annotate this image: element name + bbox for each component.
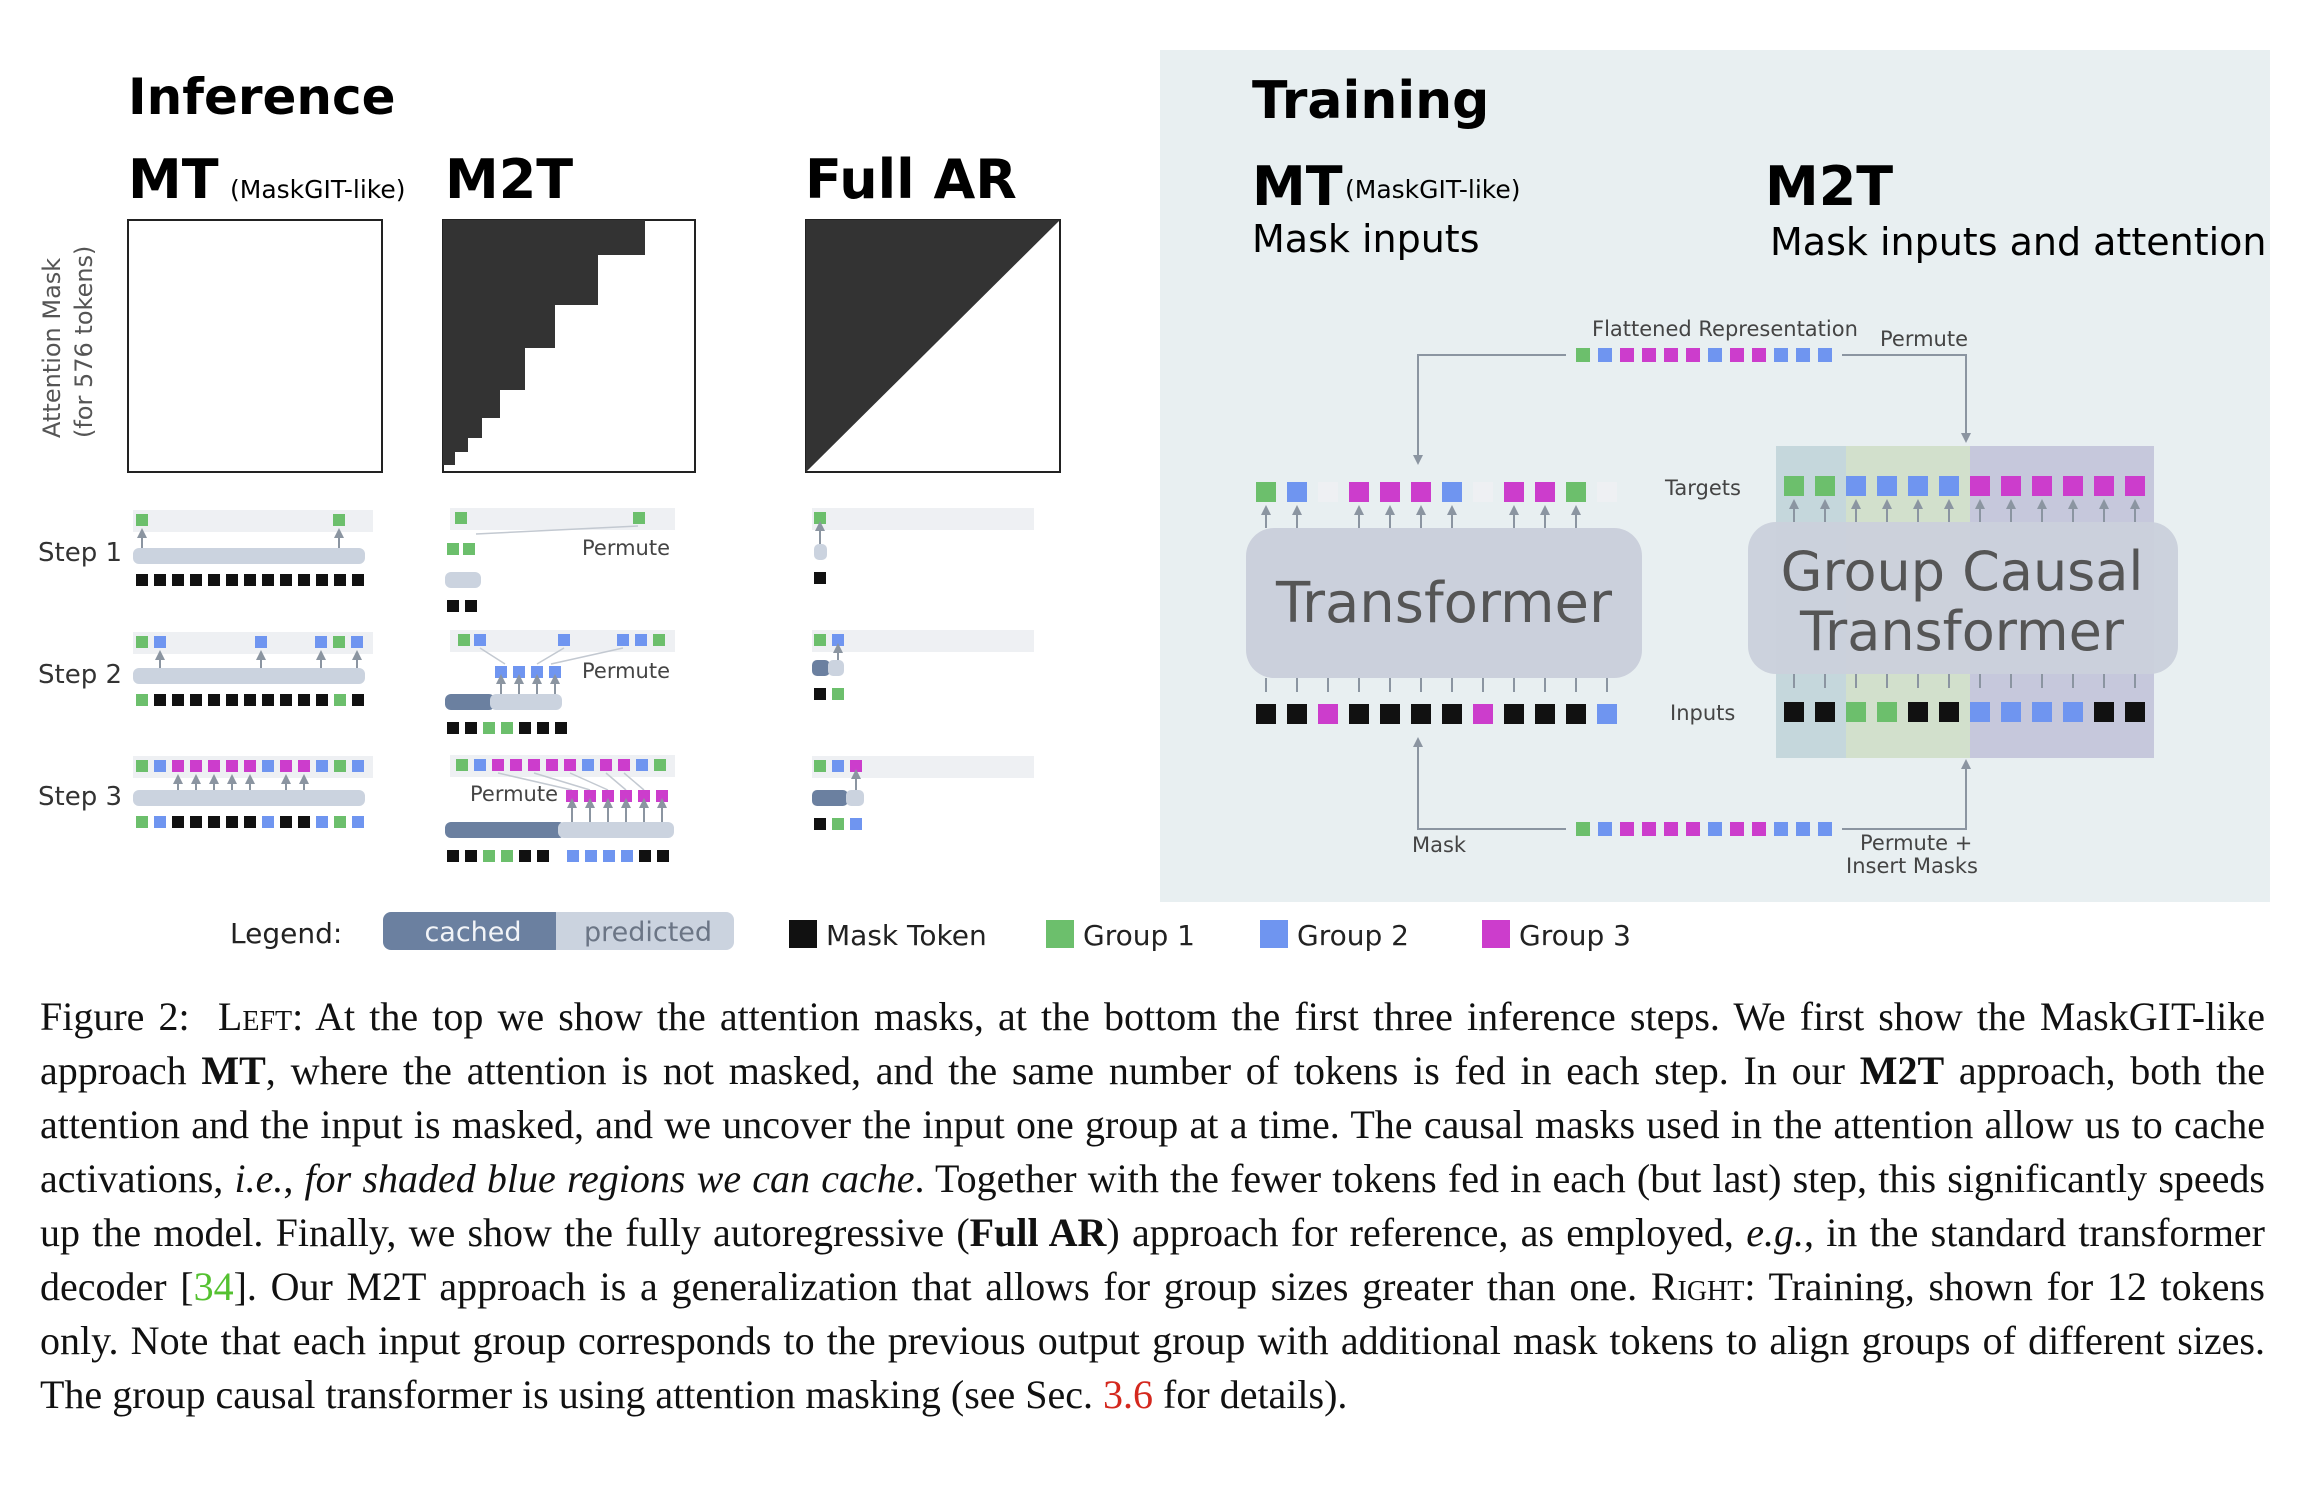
figure-2-diagram: Inference MT (MaskGIT-like) M2T Full AR … xyxy=(38,50,2270,952)
training-heading: Training xyxy=(1252,71,1489,131)
permute-insert-label-2: Insert Masks xyxy=(1846,854,1978,878)
legend-mask-text: Mask Token xyxy=(826,919,987,952)
figure-caption: Figure 2: Left: At the top we show the a… xyxy=(40,990,2265,1422)
m2t-step-2: Permute xyxy=(445,630,675,734)
legend-mask-swatch xyxy=(789,920,817,948)
step-3-label: Step 3 xyxy=(38,782,122,812)
caption-p3: approach, both the attention and the inp… xyxy=(40,1048,2265,1201)
group-causal-transformer-block xyxy=(1748,522,2178,674)
m2t-attention-mask xyxy=(442,219,696,473)
legend-group2-text: Group 2 xyxy=(1297,919,1409,952)
train-mt-title: MT xyxy=(1252,155,1343,218)
caption-p4: , xyxy=(283,1156,305,1201)
permute-top-label: Permute xyxy=(1880,327,1968,351)
caption-p8: ]. Our M2T approach is a generalization … xyxy=(233,1264,1651,1309)
legend-predicted-text: predicted xyxy=(584,917,712,948)
m2t-step2-permute: Permute xyxy=(582,659,670,683)
legend-group3-swatch xyxy=(1482,920,1510,948)
m2t-step3-permute: Permute xyxy=(470,782,558,806)
legend-group1-swatch xyxy=(1046,920,1074,948)
transformer-label: Transformer xyxy=(1275,571,1613,636)
gct-label-line1: Group Causal xyxy=(1781,540,2144,603)
mt-training-targets xyxy=(1256,482,1617,502)
caption-p6: ) approach for reference, as employed, xyxy=(1106,1210,1747,1255)
flattened-label: Flattened Representation xyxy=(1592,317,1858,341)
inputs-label: Inputs xyxy=(1670,701,1735,725)
fullar-title: Full AR xyxy=(805,148,1017,211)
caption-ref-34[interactable]: 34 xyxy=(193,1264,234,1309)
axis-label-line1: Attention Mask xyxy=(38,258,66,438)
mt-step-2 xyxy=(133,632,373,706)
train-m2t-desc: Mask inputs and attention xyxy=(1770,220,2267,264)
caption-ref-3-6[interactable]: 3.6 xyxy=(1103,1372,1154,1417)
inference-heading: Inference xyxy=(128,68,396,126)
targets-label: Targets xyxy=(1664,476,1741,500)
caption-eg: e.g. xyxy=(1746,1210,1804,1255)
legend-group2-swatch xyxy=(1260,920,1288,948)
caption-fullar: Full AR xyxy=(969,1210,1107,1255)
mt-step-3 xyxy=(133,756,373,828)
caption-right-label: Right xyxy=(1650,1264,1745,1309)
mt-title: MT xyxy=(128,148,219,211)
legend-group1-text: Group 1 xyxy=(1083,919,1195,952)
caption-p1: : At the top we show the attention masks… xyxy=(40,994,2266,1093)
mask-label: Mask xyxy=(1412,833,1467,857)
transformer-block xyxy=(1246,528,1642,678)
caption-p9: : Training, shown for 12 tokens only. No… xyxy=(40,1264,2265,1417)
legend-cached-text: cached xyxy=(424,917,521,948)
m2t-training-inputs xyxy=(1784,702,2145,722)
train-mt-subtitle: (MaskGIT-like) xyxy=(1345,175,1521,204)
bottom-flattened-tokens xyxy=(1576,822,1832,836)
caption-m2t: M2T xyxy=(1859,1048,1945,1093)
caption-p5: . Together with the fewer tokens fed in … xyxy=(40,1156,2265,1255)
fullar-step-3 xyxy=(812,756,1034,830)
legend-predicted-swatch xyxy=(556,912,734,950)
caption-mt: MT xyxy=(201,1048,266,1093)
train-mt-desc: Mask inputs xyxy=(1252,217,1480,261)
legend: Legend: cached predicted Mask Token Grou… xyxy=(230,912,1631,952)
m2t-training-arrows xyxy=(1789,499,2140,522)
caption-ie: i.e. xyxy=(234,1156,284,1201)
caption-fig-number: Figure 2: xyxy=(40,994,190,1039)
mt-training-arrows xyxy=(1261,505,1581,528)
step-1-label: Step 1 xyxy=(38,538,122,568)
m2t-title: M2T xyxy=(445,148,573,211)
step-2-label: Step 2 xyxy=(38,660,122,690)
mt-training-inputs xyxy=(1256,704,1617,724)
m2t-step-3: Permute xyxy=(445,755,675,862)
m2t-step1-permute: Permute xyxy=(582,536,670,560)
caption-p10: for details). xyxy=(1153,1372,1348,1417)
axis-label-line2: (for 576 tokens) xyxy=(70,246,98,438)
mt-attention-mask xyxy=(127,219,383,473)
caption-p7: , in the standard transformer decoder [ xyxy=(40,1210,2266,1309)
mt-subtitle: (MaskGIT-like) xyxy=(230,175,406,204)
legend-group3-text: Group 3 xyxy=(1519,919,1631,952)
m2t-step-1: Permute xyxy=(445,508,675,612)
legend-cached-swatch xyxy=(383,912,563,950)
fullar-step-2 xyxy=(812,630,1034,700)
permute-insert-label-1: Permute + xyxy=(1860,831,1972,855)
fullar-attention-mask xyxy=(805,219,1061,473)
mt-step-1 xyxy=(133,510,373,586)
caption-left-label: Left xyxy=(217,994,293,1039)
caption-italic-cache: for shaded blue regions we can cache xyxy=(304,1156,915,1201)
fullar-step-1 xyxy=(812,508,1034,584)
caption-p2: , where the attention is not masked, and… xyxy=(265,1048,1860,1093)
train-m2t-title: M2T xyxy=(1765,155,1893,218)
legend-label: Legend: xyxy=(230,917,342,950)
m2t-training-targets xyxy=(1784,476,2145,496)
gct-label-line2: Transformer xyxy=(1799,600,2125,663)
flattened-representation-tokens xyxy=(1576,348,1832,362)
